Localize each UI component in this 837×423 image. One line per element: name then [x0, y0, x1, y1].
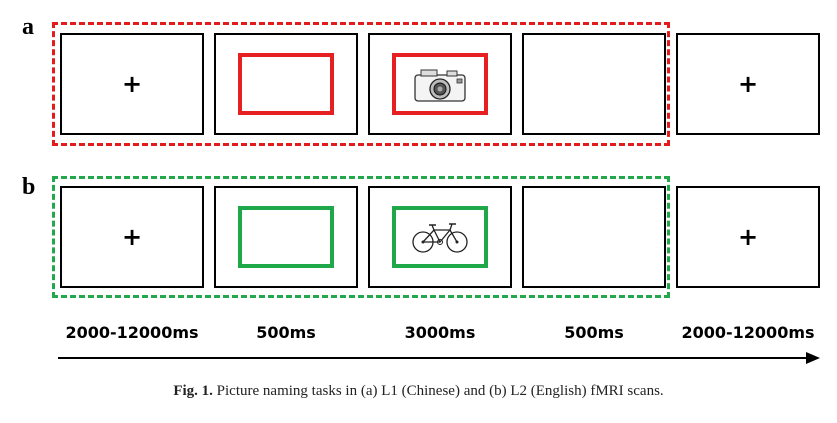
frame-b-picture — [368, 186, 512, 288]
figure-caption-text: Picture naming tasks in (a) L1 (Chinese)… — [212, 383, 664, 399]
fixation-cross: + — [737, 70, 759, 98]
frame-b-fixation-end: + — [676, 186, 820, 288]
time-arrow-line — [58, 357, 810, 359]
panel-label-b: b — [22, 174, 36, 200]
timing-label-picture: 3000ms — [404, 323, 476, 342]
fixation-cross: + — [121, 223, 143, 251]
frame-b-cue — [214, 186, 358, 288]
timing-label-blank: 500ms — [564, 323, 624, 342]
figure-caption: Fig. 1. Picture naming tasks in (a) L1 (… — [0, 383, 837, 400]
frame-a-fixation: + — [60, 33, 204, 135]
timing-label-fixation-end: 2000-12000ms — [681, 323, 815, 342]
cue-rectangle-red — [238, 53, 334, 115]
trial-group-b-dashed-box — [52, 176, 670, 298]
frame-b-blank — [522, 186, 666, 288]
frame-b-fixation: + — [60, 186, 204, 288]
timing-label-fixation: 2000-12000ms — [65, 323, 199, 342]
picture-rectangle-green — [392, 206, 488, 268]
frame-a-cue — [214, 33, 358, 135]
bicycle-icon — [412, 223, 468, 253]
trial-group-a-dashed-box — [52, 22, 670, 146]
frame-a-fixation-end: + — [676, 33, 820, 135]
fixation-cross: + — [737, 223, 759, 251]
figure-caption-label: Fig. 1. — [173, 383, 213, 399]
fixation-cross: + — [121, 70, 143, 98]
timing-label-cue: 500ms — [256, 323, 316, 342]
cue-rectangle-green — [238, 206, 334, 268]
time-arrow-head — [806, 352, 820, 364]
frame-a-blank — [522, 33, 666, 135]
camera-icon — [414, 69, 466, 102]
frame-a-picture — [368, 33, 512, 135]
picture-rectangle-red — [392, 53, 488, 115]
panel-label-a: a — [22, 14, 34, 40]
